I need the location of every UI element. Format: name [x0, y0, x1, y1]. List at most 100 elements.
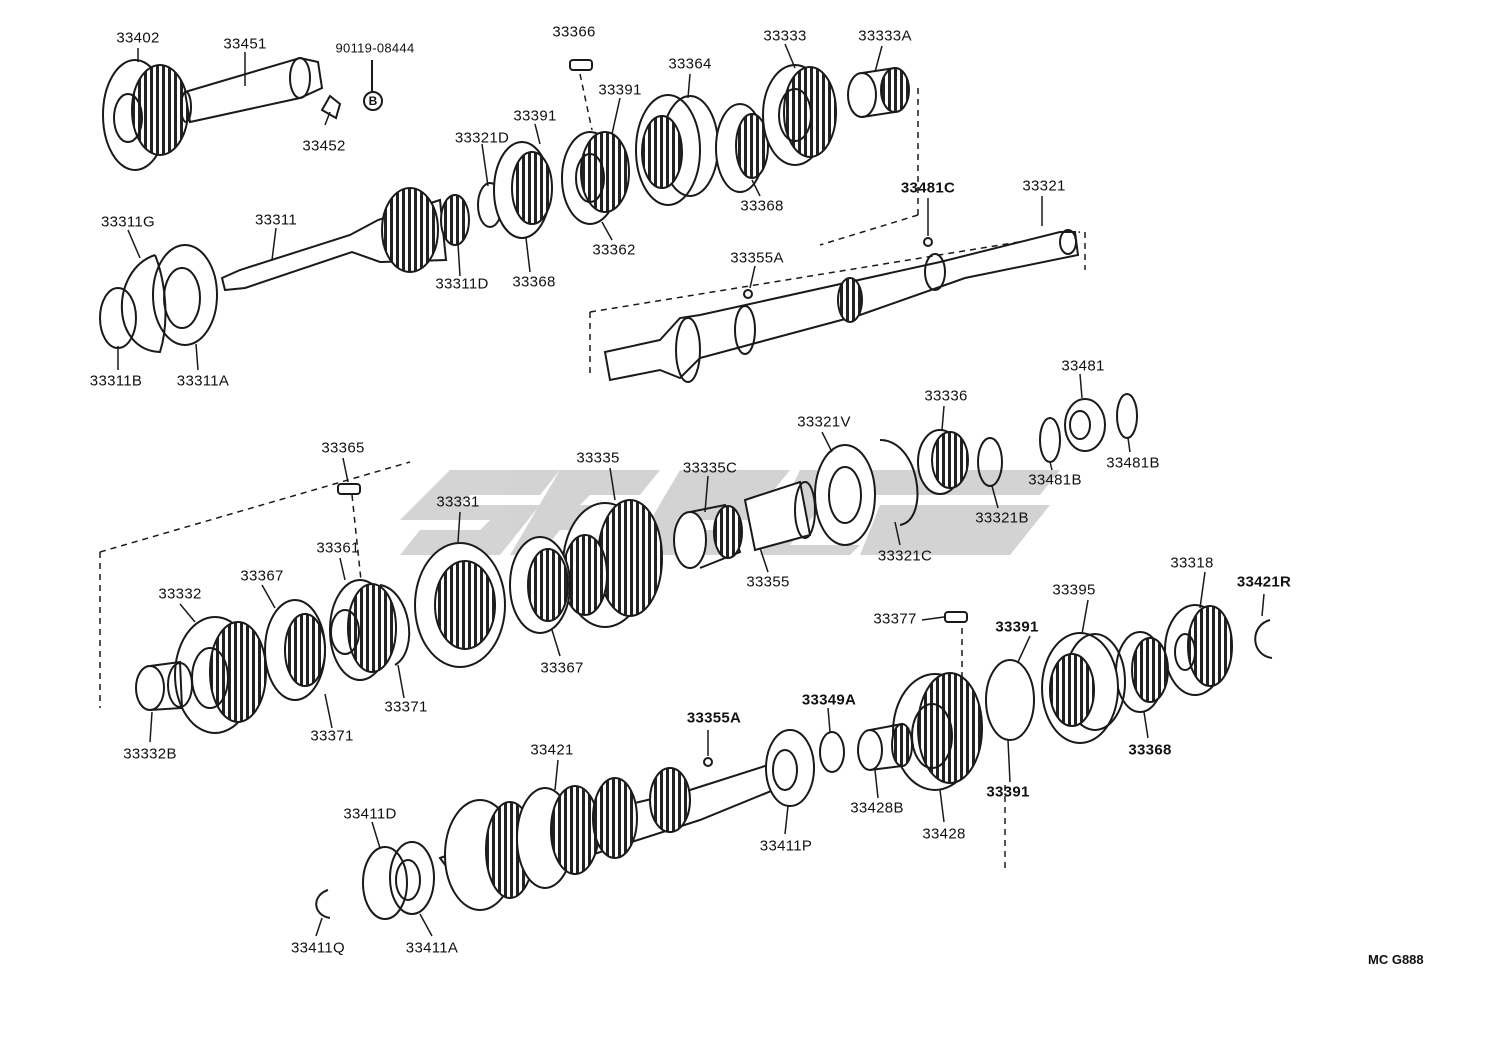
part-label-33361: 33361 [316, 539, 360, 557]
part-33411P-bearing [765, 729, 815, 807]
part-label-33355A: 33355A [730, 249, 784, 267]
part-33349A-washer [819, 731, 845, 773]
part-label-33421: 33421 [530, 741, 574, 759]
part-label-33481Bb: 33481B [1106, 454, 1160, 472]
part-label-33321B: 33321B [975, 509, 1029, 527]
part-33402-gear [102, 59, 189, 171]
part-33481-nut [1064, 398, 1106, 452]
part-33421R-snapring [1254, 619, 1273, 659]
part-label-33371b: 33371 [310, 727, 354, 745]
part-33367-ring [509, 536, 571, 634]
part-33311-shaft [220, 187, 470, 292]
part-33365-key [337, 483, 361, 495]
part-label-33391d: 33391 [986, 783, 1030, 801]
part-33321-output-shaft [603, 229, 1080, 383]
part-label-33481Ba: 33481B [1028, 471, 1082, 489]
part-label-33333: 33333 [763, 27, 807, 45]
part-33332B-bearing [135, 660, 193, 711]
label-leaders [117, 43, 1265, 937]
part-label-33368b: 33368 [740, 197, 784, 215]
part-label-33332: 33332 [158, 585, 202, 603]
part-label-33318: 33318 [1170, 554, 1214, 572]
circled-b-letter: B [368, 94, 378, 108]
circled-b-marker [363, 60, 383, 111]
part-33331-sleeve [414, 542, 506, 668]
part-33411D-snapring [362, 846, 408, 920]
part-33481C-ball [923, 237, 933, 247]
part-33368-ring-right [1115, 631, 1169, 713]
part-label-33332B: 33332B [123, 745, 177, 763]
part-33368-ring [493, 141, 553, 239]
part-label-33368a: 33368 [512, 273, 556, 291]
part-33428-gear [892, 672, 983, 791]
part-label-33411D: 33411D [343, 805, 397, 823]
part-label-33365: 33365 [321, 439, 365, 457]
part-33371-spring [379, 584, 411, 666]
part-label-33452: 33452 [302, 137, 346, 155]
part-label-33335C: 33335C [682, 459, 738, 477]
part-label-33428B: 33428B [850, 799, 904, 817]
part-33355A-ball [743, 289, 753, 299]
part-label-33349A: 33349A [801, 691, 857, 709]
part-33395-sleeve [1041, 632, 1126, 744]
part-33428B-bearing [857, 722, 913, 771]
part-33333-gear [762, 64, 837, 166]
part-label-33368c: 33368 [1128, 741, 1172, 759]
part-label-33377: 33377 [873, 610, 917, 628]
part-label-33333A: 33333A [858, 27, 912, 45]
part-33451-shaft [180, 56, 324, 124]
part-33452-plate [320, 94, 342, 120]
part-label-33335: 33335 [576, 449, 620, 467]
part-33311A-bearing [152, 244, 218, 346]
part-label-33391b: 33391 [513, 107, 557, 125]
part-label-33371a: 33371 [384, 698, 428, 716]
part-label-33481: 33481 [1061, 357, 1105, 375]
part-label-33364: 33364 [668, 55, 712, 73]
part-label-33311A: 33311A [176, 372, 230, 390]
part-33332-gear [174, 616, 267, 734]
part-33311G-snapring [120, 254, 167, 354]
part-label-33402: 33402 [116, 29, 160, 47]
part-label-33331: 33331 [436, 493, 480, 511]
part-label-33321C: 33321C [877, 547, 933, 565]
part-33481B-ring-b [1116, 393, 1138, 439]
part-label-33411Q: 33411Q [290, 939, 346, 957]
part-33333A-bearing [847, 66, 910, 118]
part-label-33391c: 33391 [995, 618, 1039, 636]
assembly-leaders [99, 73, 1086, 870]
part-33321B-ring [977, 437, 1003, 487]
part-33321C-snapring [879, 439, 919, 526]
part-label-33395: 33395 [1052, 581, 1096, 599]
part-33335C-bearing [673, 503, 743, 569]
part-33421-countershaft [438, 756, 810, 911]
part-33355-collar [743, 480, 816, 552]
part-label-33311: 33311 [254, 211, 298, 229]
part-label-33311B: 33311B [89, 372, 143, 390]
part-label-33311G: 33311G [100, 213, 156, 231]
part-label-33391a: 33391 [598, 81, 642, 99]
part-label-33362: 33362 [592, 241, 636, 259]
part-33364-sleeve [635, 94, 719, 206]
part-label-33411A: 33411A [405, 939, 459, 957]
part-33367-ring-lower [264, 599, 326, 701]
part-label-33321V: 33321V [797, 413, 851, 431]
diagram-code: MC G888 [1368, 952, 1424, 967]
part-33336-gear [917, 429, 969, 495]
part-33311B-snapring [99, 287, 137, 349]
part-label-33321: 33321 [1022, 177, 1066, 195]
part-33366-key [569, 59, 593, 71]
part-33377-key [944, 611, 968, 623]
part-label-90119: 90119-08444 [335, 40, 415, 56]
part-label-33311D: 33311D [435, 275, 489, 293]
part-33481B-ring-a [1039, 417, 1061, 463]
part-33321V-bearing [814, 444, 876, 546]
part-33355A-ball-lower [703, 757, 713, 767]
part-label-33481C: 33481C [900, 179, 956, 197]
part-label-33428: 33428 [922, 825, 966, 843]
part-33368-ring-upper [715, 103, 769, 193]
part-label-33451: 33451 [223, 35, 267, 53]
part-label-33321D: 33321D [454, 129, 510, 147]
part-label-33367b: 33367 [540, 659, 584, 677]
